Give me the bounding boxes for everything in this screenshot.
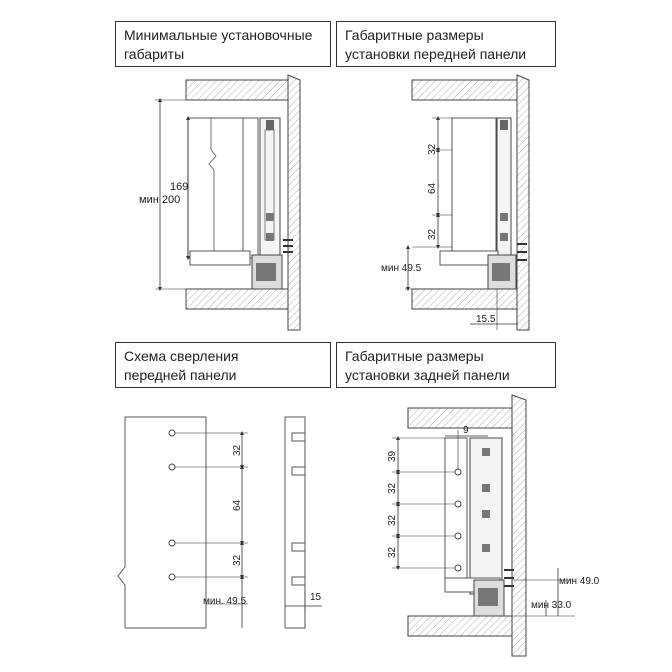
runner-clip-mid [500,213,508,221]
runner-clip-mid [266,213,274,221]
screw-icon [283,239,293,253]
bottom-shelf [407,615,513,637]
title-min-dims-line2: габариты [124,46,185,62]
profile-slot [291,542,306,552]
drill-hole [454,564,462,572]
title-min-dims: Минимальные установочные габариты [115,21,331,67]
title-front-dims: Габаритные размеры установки передней па… [336,21,556,67]
title-rear-dims-line2: установки задней панели [345,367,510,383]
title-drilling: Схема сверления передней панели [115,342,331,388]
title-drilling-line2: передней панели [124,367,237,383]
runner-clip [482,510,490,518]
screw-icon [517,243,527,261]
runner-clip-top [500,120,508,130]
label-169: 169 [170,181,188,193]
panel-rear-dims: 9 39 32 32 32 мин 49.0 мин 33.0 [387,394,600,657]
drawer-front [451,117,497,259]
label-32b: 32 [232,554,243,566]
bottom-shelf [411,288,518,310]
label-min49-5: мин. 49.5 [203,596,246,607]
label-32b: 32 [427,228,438,240]
label-39: 39 [387,450,398,462]
panel-min-dims: мин 200 169 [139,74,301,331]
side-wall [516,74,530,331]
panel-side-profile [284,416,306,629]
drill-hole [168,539,176,547]
side-wall [511,394,527,657]
title-front-dims-line2: установки передней панели [345,46,527,62]
drill-hole [168,429,176,437]
bottom-shelf [185,288,289,310]
drawer-front [187,117,244,259]
drill-hole [454,500,462,508]
drill-hole [454,532,462,540]
profile-slot [291,576,306,586]
label-min33: мин 33.0 [531,600,572,611]
panel-front-dims: 32 64 32 мин 49.5 15.5 [381,74,530,331]
runner-foot-dark [478,588,498,606]
runner-clip-bot [500,233,508,241]
label-32a: 32 [232,444,243,456]
runner-clip-top [266,120,274,130]
title-rear-dims: Габаритные размеры установки задней пане… [336,342,556,388]
label-min200: мин 200 [139,194,180,206]
panel-drilling: 32 64 32 мин. 49.5 15 [117,416,322,629]
runner-clip [482,544,490,552]
screw-icon [504,569,514,587]
drawer-front-inner [242,117,259,259]
runner-foot-dark [492,263,510,281]
label-64: 64 [232,499,243,511]
runner-clip-bot [266,233,274,241]
runner-foot-dark [256,263,276,281]
drill-hole [168,463,176,471]
top-shelf [185,79,289,101]
label-32b: 32 [387,514,398,526]
top-shelf [407,407,513,429]
drill-hole [168,573,176,581]
title-rear-dims-line1: Габаритные размеры [345,348,484,364]
label-32c: 32 [387,546,398,558]
label-9: 9 [463,425,469,436]
profile-slot [291,432,306,442]
label-64: 64 [427,182,438,194]
runner-clip [482,448,490,456]
label-15: 15 [310,592,322,603]
drawer-bottom [189,250,251,266]
label-min49-5: мин 49.5 [381,263,422,274]
label-15-5: 15.5 [476,314,496,325]
label-32a: 32 [427,143,438,155]
label-min49: мин 49.0 [559,576,600,587]
break-mark [208,118,217,258]
profile-slot [291,466,306,476]
side-wall [287,74,301,331]
label-32a: 32 [387,482,398,494]
title-min-dims-line1: Минимальные установочные [124,27,313,43]
title-drilling-line1: Схема сверления [124,348,239,364]
runner-clip [482,484,490,492]
top-shelf [411,79,518,101]
title-front-dims-line1: Габаритные размеры [345,27,484,43]
front-panel-outline [117,416,207,629]
